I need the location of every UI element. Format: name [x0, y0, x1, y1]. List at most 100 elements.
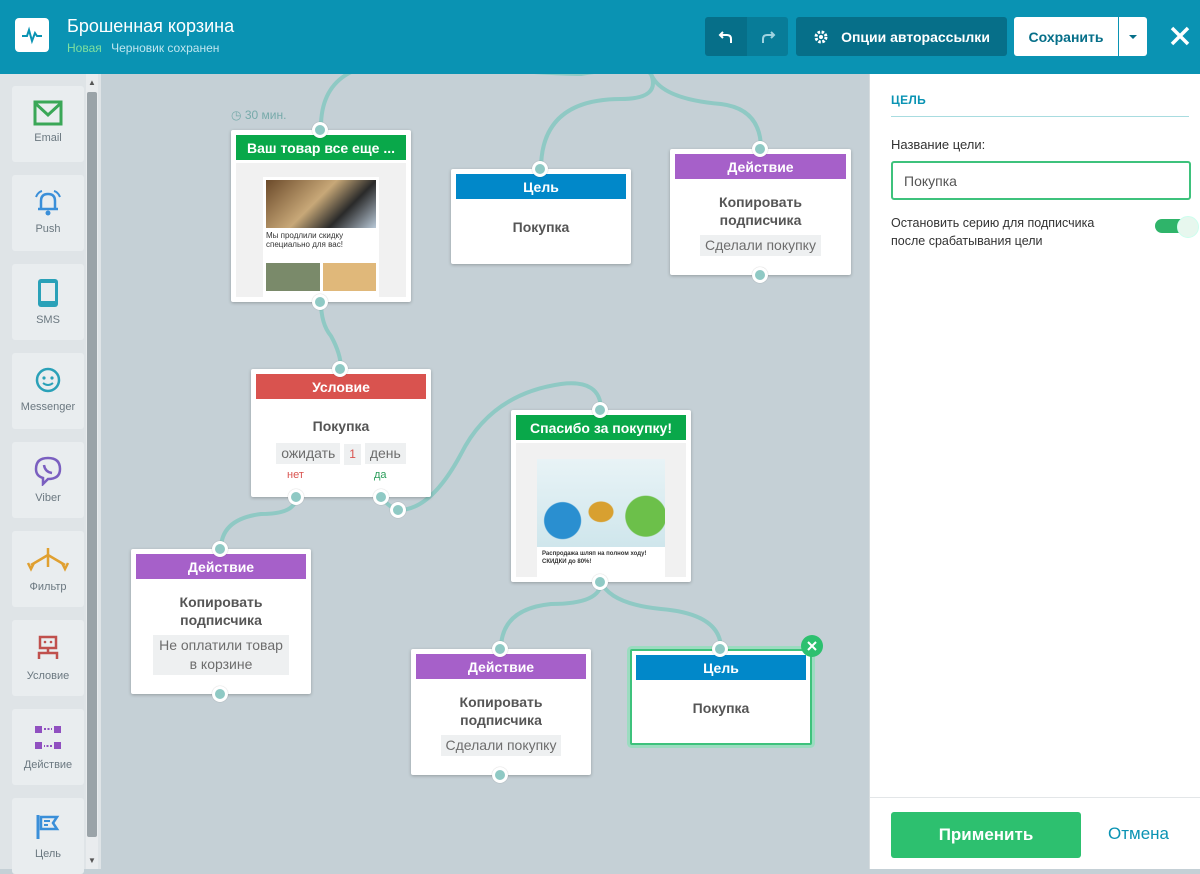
chevron-down-icon	[1129, 34, 1137, 39]
tool-messenger-label: Messenger	[20, 401, 76, 413]
sidebar-scroll-thumb[interactable]	[87, 92, 97, 837]
connector-dot[interactable]	[712, 641, 728, 657]
connector-dot[interactable]	[752, 141, 768, 157]
page-title: Брошенная корзина	[67, 16, 235, 36]
action-node-copy-purchased[interactable]: Действие Копировать подписчика Сделали п…	[670, 149, 851, 275]
tool-sms-label: SMS	[36, 314, 60, 326]
hats-image	[266, 180, 376, 228]
tool-push-label: Push	[35, 223, 61, 235]
email-node-title: Ваш товар все еще ...	[236, 135, 406, 160]
connector-dot[interactable]	[592, 574, 608, 590]
tool-filter[interactable]: Фильтр	[12, 531, 84, 607]
tool-goal[interactable]: Цель	[12, 798, 84, 874]
gear-icon	[814, 30, 828, 43]
action-icon	[35, 726, 61, 749]
goal-node-text: Покупка	[512, 219, 570, 235]
workflow-canvas[interactable]: ◷ 30 мин. Ваш товар все еще ... Мы продл…	[101, 74, 869, 869]
email-preview-card: Распродажа шляп на полном ходу! СКИДКИ д…	[537, 459, 665, 577]
condition-num-chip[interactable]: 1	[344, 444, 361, 465]
connector-dot[interactable]	[492, 767, 508, 783]
connector-dot-yes[interactable]	[373, 489, 389, 505]
tool-goal-label: Цель	[34, 848, 62, 860]
undo-button[interactable]	[705, 17, 747, 56]
connector-dot[interactable]	[592, 402, 608, 418]
preview-image-left	[266, 263, 320, 291]
condition-node-text: Покупка	[312, 418, 370, 434]
tool-action-label: Действие	[23, 759, 73, 771]
filter-icon	[26, 548, 70, 572]
connector-dot[interactable]	[212, 541, 228, 557]
cancel-button[interactable]: Отмена	[1108, 824, 1169, 843]
action-node-head: Действие	[136, 554, 306, 579]
connector-dot[interactable]	[532, 161, 548, 177]
condition-unit-chip[interactable]: день	[364, 443, 406, 464]
condition-icon	[37, 635, 59, 659]
connection-lines	[219, 74, 763, 651]
panel-divider	[891, 116, 1189, 117]
connector-dot[interactable]	[312, 294, 328, 310]
viber-icon	[34, 456, 62, 486]
email-node-reminder[interactable]: Ваш товар все еще ... Мы продлили скидку…	[231, 130, 411, 302]
goal-name-input[interactable]	[891, 161, 1191, 200]
tool-messenger[interactable]: Messenger	[12, 353, 84, 429]
panel-title: ЦЕЛЬ	[891, 93, 927, 107]
action-node-copy-unpaid[interactable]: Действие Копировать подписчика Не оплати…	[131, 549, 311, 694]
close-icon	[807, 641, 817, 651]
scroll-up-icon[interactable]: ▲	[88, 78, 96, 87]
preview-images	[266, 263, 376, 291]
redo-button[interactable]	[747, 17, 788, 56]
tool-email[interactable]: Email	[12, 86, 84, 162]
undo-icon	[718, 30, 732, 43]
goal-node-purchase-selected[interactable]: Цель Покупка	[630, 649, 812, 745]
condition-wait-chip: ожидать	[276, 443, 341, 464]
tool-condition-label: Условие	[26, 670, 70, 682]
condition-node-head: Условие	[256, 374, 426, 399]
save-status: Черновик сохранен	[111, 41, 220, 55]
tool-push[interactable]: Push	[12, 175, 84, 251]
save-button[interactable]: Сохранить	[1014, 17, 1118, 56]
close-button[interactable]	[1166, 22, 1194, 50]
scroll-down-icon[interactable]: ▼	[88, 856, 96, 865]
save-dropdown-button[interactable]	[1119, 17, 1147, 56]
mailing-options-button[interactable]: Опции авторассылки	[796, 17, 1007, 56]
goal-settings-panel: ЦЕЛЬ Название цели: Остановить серию для…	[869, 74, 1200, 869]
tool-email-label: Email	[34, 132, 62, 144]
phone-icon	[38, 279, 58, 307]
tool-viber[interactable]: Viber	[12, 442, 84, 518]
condition-yes-label: да	[374, 469, 387, 481]
action-node-text: Копировать подписчика	[719, 194, 802, 228]
preview-image-right	[322, 263, 376, 291]
bell-icon	[35, 190, 61, 216]
email-icon	[33, 100, 63, 126]
apply-button[interactable]: Применить	[891, 812, 1081, 858]
email-preview-card: Мы продлили скидку специально для вас!	[263, 177, 379, 297]
tool-action[interactable]: Действие	[12, 709, 84, 785]
delay-label: ◷ 30 мин.	[231, 108, 287, 122]
connector-dot-no[interactable]	[288, 489, 304, 505]
connector-dot[interactable]	[332, 361, 348, 377]
action-node-text: Копировать подписчика	[179, 594, 263, 628]
connector-dot[interactable]	[752, 267, 768, 283]
action-node-copy-purchased-2[interactable]: Действие Копировать подписчика Сделали п…	[411, 649, 591, 775]
top-bar: Брошенная корзина Новая Черновик сохране…	[0, 0, 1200, 74]
options-label: Опции авторассылки	[841, 28, 990, 45]
pulse-icon	[22, 26, 42, 45]
connector-dot[interactable]	[390, 502, 406, 518]
connector-dot[interactable]	[492, 641, 508, 657]
delete-node-button[interactable]	[801, 635, 823, 657]
tool-filter-label: Фильтр	[29, 581, 67, 593]
connector-dot[interactable]	[312, 122, 328, 138]
email-node-thanks[interactable]: Спасибо за покупку! Распродажа шляп на п…	[511, 410, 691, 582]
tool-sms[interactable]: SMS	[12, 264, 84, 340]
email-preview: Мы продлили скидку специально для вас!	[236, 163, 406, 297]
pineapple-image	[537, 459, 665, 547]
goal-node-purchase[interactable]: Цель Покупка	[451, 169, 631, 264]
connector-dot[interactable]	[212, 686, 228, 702]
action-node-chip: Не оплатили товар в корзине	[153, 635, 289, 675]
delay-value: 30 мин.	[244, 108, 287, 122]
stop-series-toggle[interactable]	[1155, 216, 1199, 238]
condition-node-purchase[interactable]: Условие Покупка ожидать 1 день нет да	[251, 369, 431, 497]
tool-viber-label: Viber	[35, 492, 61, 504]
action-node-head: Действие	[675, 154, 846, 179]
tool-condition[interactable]: Условие	[12, 620, 84, 696]
